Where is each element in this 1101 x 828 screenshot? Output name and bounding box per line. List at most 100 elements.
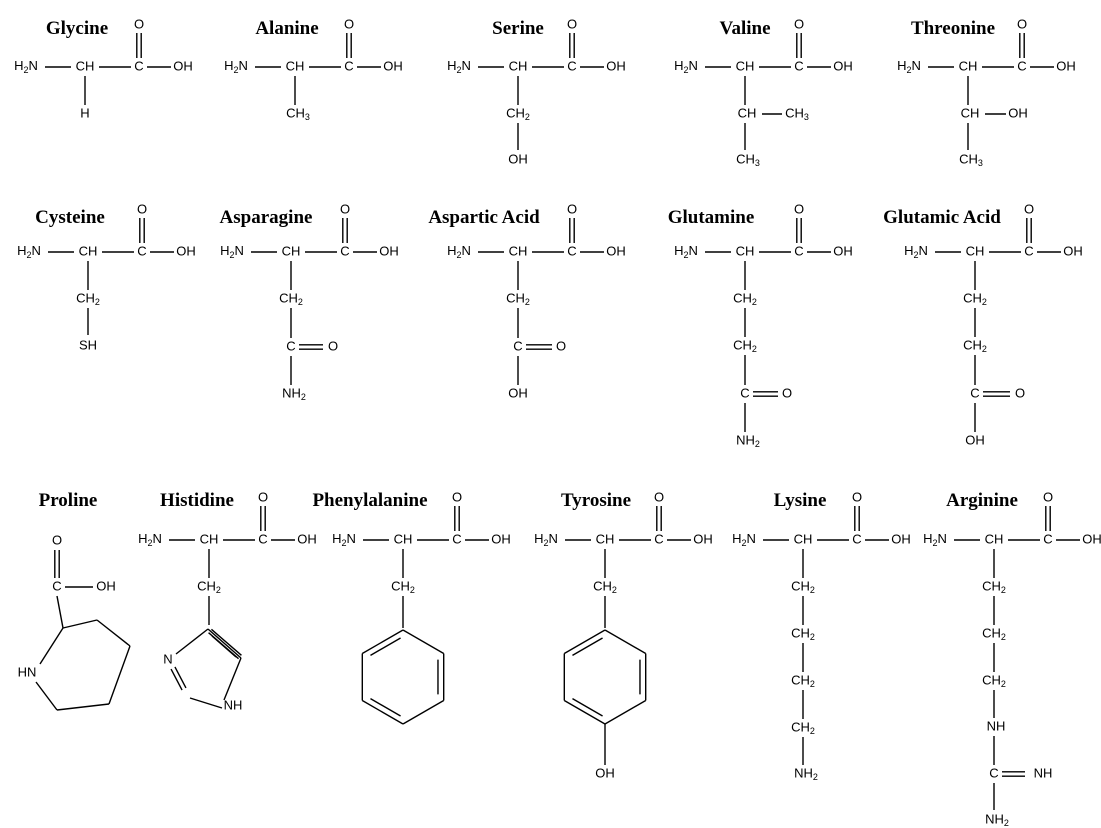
amino-acid-name: Histidine [160, 490, 234, 511]
atom-hydroxyl: OH [693, 531, 713, 546]
atom-carbonyl_o: O [137, 201, 147, 216]
atom-hydroxyl: OH [595, 765, 615, 780]
bond [361, 629, 404, 655]
atom-carbonyl_o: O [782, 385, 792, 400]
atom-hydroxyl: OH [606, 58, 626, 73]
bond [96, 619, 131, 647]
atom-methyl: CH3 [785, 105, 809, 122]
atom-methyl: CH3 [736, 151, 760, 168]
atom-amide: NH2 [985, 811, 1009, 828]
atom-carbonyl_o: O [1017, 16, 1027, 31]
atom-alpha: CH [961, 105, 980, 120]
atom-amine: H2N [674, 243, 698, 260]
bond [189, 697, 223, 709]
atom-ring_nh: HN [18, 664, 37, 679]
atom-hydroxyl: OH [1056, 58, 1076, 73]
atom-methylene: CH2 [733, 290, 757, 307]
atom-methylene: CH2 [506, 290, 530, 307]
atom-carboxyl_c: C [567, 58, 576, 73]
atom-alpha: CH [985, 531, 1004, 546]
atom-carboxyl_c: C [970, 385, 979, 400]
atom-alpha: CH [966, 243, 985, 258]
atom-carboxyl_c: C [740, 385, 749, 400]
atom-carbonyl_o: O [452, 489, 462, 504]
atom-carbonyl_o: O [1043, 489, 1053, 504]
bond [108, 645, 131, 705]
amino-acid-name: Asparagine [220, 207, 313, 228]
atom-alpha: CH [286, 58, 305, 73]
atom-carboxyl_c: C [258, 531, 267, 546]
amino-acid-name: Arginine [946, 490, 1018, 511]
atom-carboxyl_c: C [852, 531, 861, 546]
atom-amine: H2N [224, 58, 248, 75]
bond [62, 619, 98, 629]
atom-alpha: CH [509, 58, 528, 73]
bond [39, 627, 64, 665]
bond [174, 666, 187, 689]
bond [207, 628, 242, 659]
bond [563, 699, 606, 725]
atom-amine: H2N [923, 531, 947, 548]
atom-alpha: CH [736, 243, 755, 258]
atom-amine: H2N [17, 243, 41, 260]
amino-acid-name: Tyrosine [561, 490, 631, 511]
amino-acid-name: Valine [719, 18, 770, 39]
atom-methylene: CH2 [506, 105, 530, 122]
amino-acid-name: Cysteine [35, 207, 105, 228]
atom-hydrogen: H [80, 105, 89, 120]
atom-amine: H2N [138, 531, 162, 548]
atom-amine: H2N [14, 58, 38, 75]
bond [563, 629, 606, 655]
atom-hydroxyl: OH [606, 243, 626, 258]
atom-methyl: CH3 [959, 151, 983, 168]
atom-methylene: CH2 [279, 290, 303, 307]
amino-acid-name: Proline [39, 490, 98, 511]
atom-hydroxyl: OH [508, 385, 528, 400]
atom-ring_n: N [163, 651, 172, 666]
atom-alpha: CH [596, 531, 615, 546]
atom-amine: H2N [447, 243, 471, 260]
bond [211, 635, 237, 658]
bond [56, 703, 110, 711]
atom-carboxyl_c: C [1017, 58, 1026, 73]
atom-carbonyl_o: O [794, 16, 804, 31]
atom-hydroxyl: OH [297, 531, 317, 546]
bond [370, 697, 401, 717]
bond [572, 697, 603, 717]
atom-methylene: CH2 [982, 578, 1006, 595]
atom-imine: NH [224, 697, 243, 712]
atom-methylene: CH2 [982, 625, 1006, 642]
atom-carboxyl_c: C [134, 58, 143, 73]
atom-amine: H2N [732, 531, 756, 548]
atom-carbonyl_o: O [340, 201, 350, 216]
atom-amine: H2N [534, 531, 558, 548]
bond [56, 595, 64, 629]
atom-hydroxyl: OH [1082, 531, 1101, 546]
amino-acid-name: Glutamic Acid [883, 207, 1001, 228]
atom-carbonyl_o: O [567, 16, 577, 31]
atom-methylene: CH2 [963, 337, 987, 354]
atom-carboxyl_c: C [137, 243, 146, 258]
atom-methylene: CH2 [982, 672, 1006, 689]
atom-amine: H2N [897, 58, 921, 75]
atom-hydroxyl: OH [96, 578, 116, 593]
atom-imine: NH [1034, 765, 1053, 780]
atom-carboxyl_c: C [513, 338, 522, 353]
bond [572, 637, 603, 657]
atom-carbonyl_o: O [258, 489, 268, 504]
atom-imine: NH [987, 718, 1006, 733]
atom-carbonyl_o: O [654, 489, 664, 504]
bond [370, 637, 401, 657]
